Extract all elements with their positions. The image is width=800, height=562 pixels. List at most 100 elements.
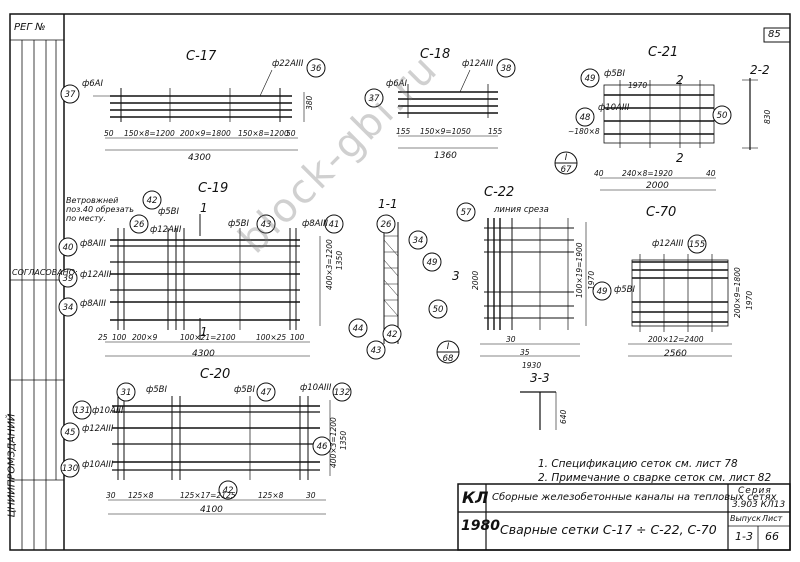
section-3-3 [520,391,557,430]
svg-text:43: 43 [371,346,382,356]
svg-text:1350: 1350 [339,431,348,450]
svg-text:2560: 2560 [664,349,687,359]
coordination-label: СОГЛАСОВАНО: [12,268,78,277]
organization-name: ЦНИИПРОМЗДАНИЙ [6,413,18,518]
svg-text:830: 830 [763,109,772,124]
svg-text:30: 30 [306,491,316,500]
c19-note: Ветровжней поз.40 обрезать по месту. [66,196,135,223]
page-corner-number: 85 [768,29,781,40]
svg-text:4300: 4300 [188,153,211,163]
svg-text:25: 25 [98,333,108,342]
svg-text:линия среза: линия среза [493,205,549,215]
callout-s11-26 [376,214,396,234]
svg-text:40: 40 [63,243,74,253]
svg-text:31: 31 [121,388,132,398]
callout-c20-46 [312,436,332,456]
svg-text:47: 47 [261,388,272,398]
svg-text:200×9=1800: 200×9=1800 [180,129,231,138]
title-block-grid [457,483,791,551]
callout-numbers: 37 36 37 38 49 48 50 42 26 43 41 40 39 3… [62,64,728,496]
mesh-c22 [480,218,587,357]
svg-text:48: 48 [580,113,591,123]
svg-text:45: 45 [65,428,76,438]
callout-c17-37 [60,84,80,104]
svg-text:640: 640 [559,409,568,424]
svg-text:100×25: 100×25 [256,333,286,342]
section-1-1 [383,222,399,344]
callout-c21-49 [580,68,600,88]
vertical-dimension-labels: 380 830 400×3=1200 1350 2000 100×19=1900… [305,95,772,468]
svg-text:68: 68 [443,354,454,364]
svg-text:ф22АIII: ф22АIII [272,59,304,69]
mesh-c70 [628,254,732,357]
svg-text:42: 42 [147,196,158,206]
callout-c20-130 [60,458,80,478]
callout-c22-50 [428,299,448,319]
svg-text:2: 2 [676,73,684,87]
svg-text:1970: 1970 [745,291,754,310]
svg-text:50: 50 [286,129,296,138]
callout-c22-49 [422,252,442,272]
callout-c18-37 [364,88,384,108]
svg-text:ф10АIII: ф10АIII [598,103,630,113]
svg-text:125×8: 125×8 [258,491,284,500]
svg-text:150×8=1200: 150×8=1200 [238,129,289,138]
callout-s11-43 [366,340,386,360]
callout-c21-50 [712,105,732,125]
svg-text:37: 37 [369,94,380,104]
outer-frame [9,13,791,551]
position-callouts [58,58,732,500]
callout-c20-47 [256,382,276,402]
title-s33: 3-3 [530,371,550,385]
callout-c20-45 [60,422,80,442]
title-c70: С-70 [646,205,676,220]
mesh-c18 [398,69,498,149]
svg-text:1970: 1970 [587,271,596,290]
callout-c19-43 [256,214,276,234]
callout-c20-42 [218,480,238,500]
svg-text:34: 34 [63,303,74,313]
callout-c70-49 [592,281,612,301]
svg-text:155: 155 [488,127,503,136]
svg-text:100×19=1900: 100×19=1900 [575,242,584,298]
svg-text:ф5ВI: ф5ВI [146,385,168,395]
callout-c22-57 [456,202,476,222]
svg-text:35: 35 [520,348,530,357]
callout-s11-42 [382,324,402,344]
svg-text:57: 57 [461,208,472,218]
svg-text:ф5ВI: ф5ВI [234,385,256,395]
svg-text:ф8АIII: ф8АIII [80,299,107,309]
callout-c19-26 [129,214,149,234]
svg-text:1360: 1360 [434,151,457,161]
drawing-title: Сварные сетки С-17 ÷ С-22, С-70 [500,522,717,537]
svg-text:44: 44 [353,324,364,334]
svg-text:ф10АIII: ф10АIII [92,406,124,416]
svg-text:30: 30 [106,491,116,500]
svg-text:ф5ВI: ф5ВI [228,219,250,229]
svg-text:I: I [447,342,450,352]
svg-text:100: 100 [112,333,127,342]
svg-text:ф8АIII: ф8АIII [80,239,107,249]
svg-text:ф12АIII: ф12АIII [150,225,182,235]
svg-text:155: 155 [689,240,705,250]
reg-stamp: РЕГ № [14,22,46,33]
callout-c18-38 [496,58,516,78]
callout-c19-42 [142,190,162,210]
svg-text:42: 42 [387,330,398,340]
svg-text:ф8АIII: ф8АIII [302,219,329,229]
title-c22: С-22 [484,185,514,200]
svg-text:100×21=2100: 100×21=2100 [180,333,236,342]
svg-text:150×9=1050: 150×9=1050 [420,127,471,136]
callout-c20-132 [332,382,352,402]
svg-text:~180×8: ~180×8 [568,127,600,136]
svg-text:131: 131 [74,406,90,416]
svg-text:1: 1 [200,201,208,215]
svg-text:400×3=1200: 400×3=1200 [329,417,338,468]
mesh-c21 [600,78,758,191]
svg-text:125×17=2125: 125×17=2125 [180,491,236,500]
callout-c21-48 [575,107,595,127]
svg-text:ф6АI: ф6АI [82,79,103,89]
title-code: КЛ [462,488,489,507]
svg-text:ф10АIII: ф10АIII [300,383,332,393]
svg-text:2: 2 [676,151,684,165]
